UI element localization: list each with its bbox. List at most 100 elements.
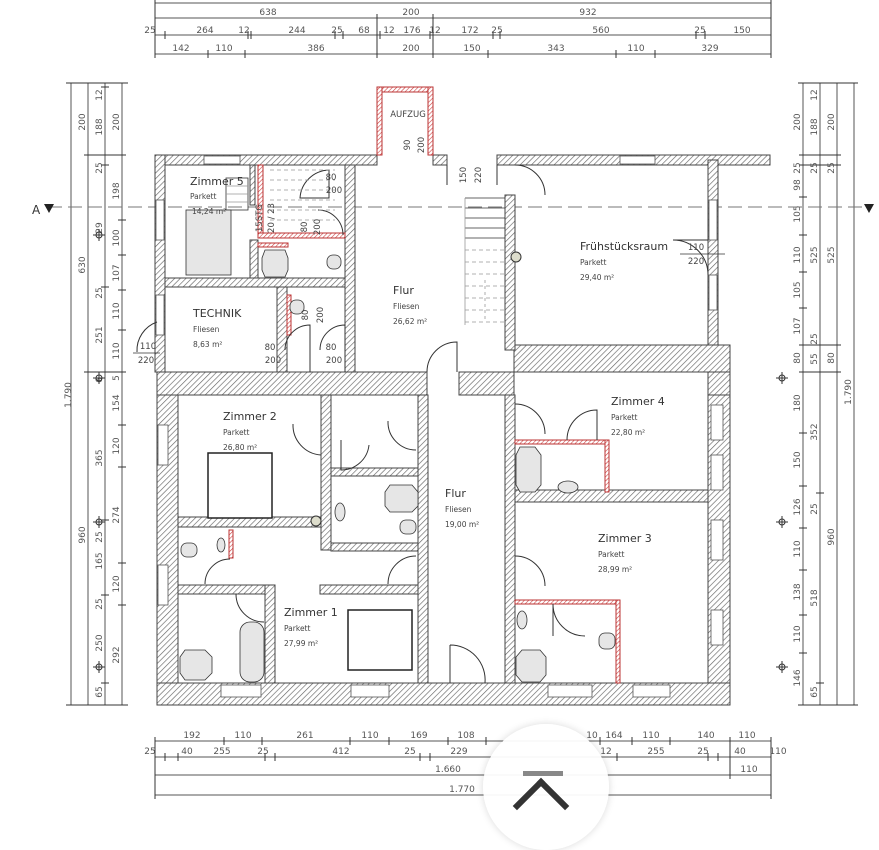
dim-label: 164 [605, 731, 622, 741]
dim-label: 40 [181, 747, 193, 757]
dim-label: 80 [827, 352, 837, 364]
dim-label: 110 [642, 731, 659, 741]
stairs-steps-label: 15STG [255, 204, 265, 232]
dim-label: 176 [403, 26, 420, 36]
room-name: Zimmer 2 [223, 410, 277, 423]
dim-label: 1.660 [435, 765, 461, 775]
dim-label: 25 [491, 26, 502, 36]
dim-label: 25 [810, 162, 820, 173]
bed-icon [207, 452, 273, 519]
dim-label: 107 [112, 264, 122, 281]
dim-label: 126 [793, 498, 803, 515]
dim-label: 25 [793, 162, 803, 173]
dim-label: 10 [586, 731, 598, 741]
door-label: 220 [138, 356, 154, 366]
dim-label: 292 [112, 646, 122, 663]
chimney-icon [310, 515, 322, 527]
dim-label: 25 [810, 503, 820, 514]
dim-label: 110 [627, 44, 644, 54]
dim-label: 261 [296, 731, 313, 741]
bathtub-icon [515, 446, 542, 493]
dim-label: 25 [404, 747, 415, 757]
dim-label: 274 [112, 506, 122, 523]
dim-label: 343 [547, 44, 564, 54]
room-flur-lower: Flur Fliesen 19,00 m² [445, 487, 479, 529]
dim-label: 146 [793, 669, 803, 686]
sink-icon [334, 502, 346, 522]
door-label: 200 [417, 137, 427, 153]
dim-label: 25 [95, 162, 105, 173]
room-area: 28,99 m² [598, 565, 632, 574]
dim-label: 251 [95, 326, 105, 343]
room-floor: Parkett [190, 192, 216, 201]
room-technik: TECHNIK Fliesen 8,63 m² [192, 307, 242, 349]
dim-label: 68 [358, 26, 370, 36]
dim-label: 630 [78, 256, 88, 273]
dim-label: 110 [738, 731, 755, 741]
dim-label: 172 [461, 26, 478, 36]
room-floor: Parkett [598, 550, 624, 559]
door-label: 220 [474, 167, 484, 183]
dim-label: 255 [213, 747, 230, 757]
bathtub-icon [239, 621, 265, 683]
dim-label: 80 [793, 352, 803, 364]
dim-label: 1.770 [449, 785, 475, 795]
door-label: 110 [688, 243, 704, 253]
dim-label: 25 [95, 598, 105, 609]
dim-label: 110 [215, 44, 232, 54]
shower-icon [384, 484, 419, 513]
room-name: Flur [445, 487, 466, 500]
dim-label: 560 [592, 26, 609, 36]
dim-label: 150 [463, 44, 480, 54]
dim-label: 105 [793, 205, 803, 222]
toilet-icon [326, 254, 342, 270]
room-name: Zimmer 3 [598, 532, 652, 545]
room-zimmer-2: Zimmer 2 Parkett 26,80 m² [223, 410, 277, 452]
door-labels: AUFZUG 90 200 15STG 20 / 23 80 200 80 20… [133, 110, 725, 366]
section-arrow-icon [44, 204, 54, 213]
toilet-icon [180, 542, 198, 558]
dim-label: 25 [95, 531, 105, 542]
dim-label: 138 [793, 583, 803, 600]
dim-label: 412 [332, 747, 349, 757]
dim-label: 198 [112, 182, 122, 199]
dim-label: 25 [257, 747, 268, 757]
room-area: 19,00 m² [445, 520, 479, 529]
dim-label: 25 [827, 162, 837, 173]
dim-label: 25 [810, 333, 820, 344]
dim-label: 140 [697, 731, 714, 741]
scroll-to-top-button[interactable] [483, 724, 609, 850]
dim-label: 65 [95, 686, 105, 697]
dim-label: 25 [144, 747, 155, 757]
door-label: 80 [326, 343, 337, 353]
sink-icon [216, 537, 226, 553]
dim-label: 352 [810, 423, 820, 440]
axis-marker-icon [93, 229, 788, 673]
dim-label: 120 [112, 437, 122, 454]
floor-plan: 638 200 932 25 264 12 244 25 68 12 176 1… [32, 0, 874, 799]
bed-icon [185, 209, 232, 276]
dim-label: 960 [78, 526, 88, 543]
dim-label: 386 [307, 44, 324, 54]
shower-icon [179, 649, 213, 681]
dim-label: 150 [793, 451, 803, 468]
room-name: Zimmer 4 [611, 395, 665, 408]
room-area: 29,40 m² [580, 273, 614, 282]
dim-label: 200 [402, 8, 419, 18]
room-name: Zimmer 5 [190, 175, 244, 188]
dim-label: 150 [733, 26, 750, 36]
shower-icon [261, 249, 289, 278]
section-arrow-icon [864, 204, 874, 213]
right-dimensions: 200 25 98 105 110 105 107 80 180 150 126… [93, 82, 858, 706]
room-floor: Fliesen [193, 325, 220, 334]
room-area: 26,62 m² [393, 317, 427, 326]
dim-label: 110 [234, 731, 251, 741]
shower-icon [515, 649, 547, 683]
sink-icon [516, 610, 528, 630]
dim-label: 200 [112, 113, 122, 130]
room-area: 14,24 m² [192, 207, 226, 216]
dim-label: 110 [112, 342, 122, 359]
room-flur-upper: Flur Fliesen 26,62 m² [393, 284, 427, 326]
dim-label: 110 [740, 765, 757, 775]
door-label: 80 [265, 343, 276, 353]
